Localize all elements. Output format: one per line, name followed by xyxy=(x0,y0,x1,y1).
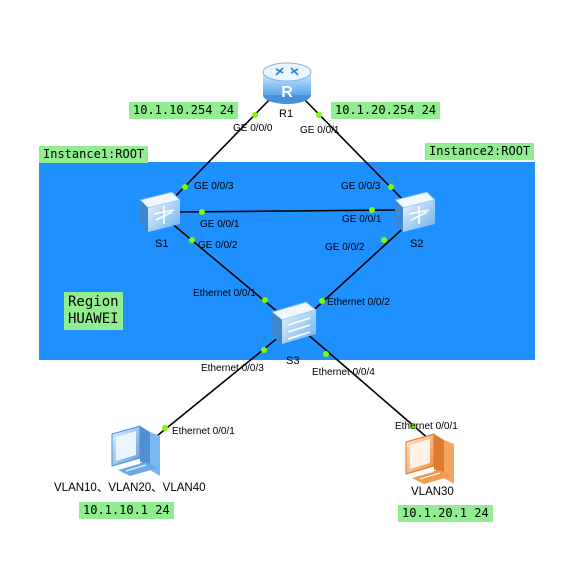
pc1-address-tag: 10.1.10.1 24 xyxy=(79,502,174,519)
port-label-s2-ge003: GE 0/0/3 xyxy=(341,181,381,192)
port-dot-s2-ge003 xyxy=(388,184,394,190)
port-dot-s1-ge001 xyxy=(199,209,205,215)
region-label-line1: Region xyxy=(68,294,119,310)
port-label-pc2-eth001: Ethernet 0/0/1 xyxy=(395,421,458,432)
instance2-tag: Instance2:ROOT xyxy=(425,143,535,160)
port-label-s2-ge002: GE 0/0/2 xyxy=(325,242,365,253)
region-label-line2: HUAWEI xyxy=(68,311,119,327)
pc2-address-tag: 10.1.20.1 24 xyxy=(398,505,493,522)
link-s3-pc2 xyxy=(304,331,431,441)
pc2-vlan-label: VLAN30 xyxy=(411,486,454,498)
device-label-s3: S3 xyxy=(286,355,300,367)
port-dot-s3-eth002 xyxy=(319,298,325,304)
port-dot-s1-ge002 xyxy=(189,237,195,243)
port-dot-s3-eth004 xyxy=(323,351,329,357)
device-label-r1: R1 xyxy=(279,108,294,120)
pc1-vlan-label: VLAN10、VLAN20、VLAN40 xyxy=(54,482,206,494)
port-label-s1-ge001: GE 0/0/1 xyxy=(200,219,240,230)
instance1-tag: Instance1:ROOT xyxy=(39,146,149,163)
port-label-r1-ge001: GE 0/0/1 xyxy=(300,125,340,136)
port-label-s3-eth003: Ethernet 0/0/3 xyxy=(201,363,264,374)
port-label-r1-ge000: GE 0/0/0 xyxy=(233,123,273,134)
r1-right-address-tag: 10.1.20.254 24 xyxy=(331,102,441,119)
port-label-pc1-eth001: Ethernet 0/0/1 xyxy=(172,426,235,437)
port-label-s2-ge001: GE 0/0/1 xyxy=(342,214,382,225)
layer3-switch-icon[interactable] xyxy=(394,191,436,232)
switch-icon[interactable] xyxy=(270,301,318,344)
r1-left-address-tag: 10.1.10.254 24 xyxy=(129,102,239,119)
port-dot-s2-ge001 xyxy=(369,207,375,213)
port-dot-pc2-eth001 xyxy=(411,423,417,429)
port-dot-pc1-eth001 xyxy=(162,425,168,431)
port-label-s1-ge002: GE 0/0/2 xyxy=(198,240,238,251)
device-label-s1: S1 xyxy=(155,238,169,250)
link-s1-s3 xyxy=(169,221,286,319)
port-label-s1-ge003: GE 0/0/3 xyxy=(194,181,234,192)
region-label: Region HUAWEI xyxy=(64,292,123,330)
port-dot-s3-eth003 xyxy=(261,347,267,353)
port-label-s3-eth001: Ethernet 0/0/1 xyxy=(193,288,256,299)
port-dot-r1-ge000 xyxy=(252,112,258,118)
port-dot-s1-ge003 xyxy=(182,184,188,190)
port-dot-s2-ge002 xyxy=(381,237,387,243)
link-s1-s2 xyxy=(177,209,397,213)
port-dot-s3-eth001 xyxy=(262,297,268,303)
port-label-s3-eth002: Ethernet 0/0/2 xyxy=(327,297,390,308)
port-label-s3-eth004: Ethernet 0/0/4 xyxy=(312,367,375,378)
layer3-switch-icon[interactable] xyxy=(139,191,181,232)
svg-text:R: R xyxy=(281,84,293,101)
device-label-s2: S2 xyxy=(410,238,424,250)
pc-icon[interactable] xyxy=(111,425,160,476)
router-icon[interactable]: R xyxy=(262,62,312,104)
pc-icon[interactable] xyxy=(405,433,454,484)
port-dot-r1-ge001 xyxy=(316,112,322,118)
